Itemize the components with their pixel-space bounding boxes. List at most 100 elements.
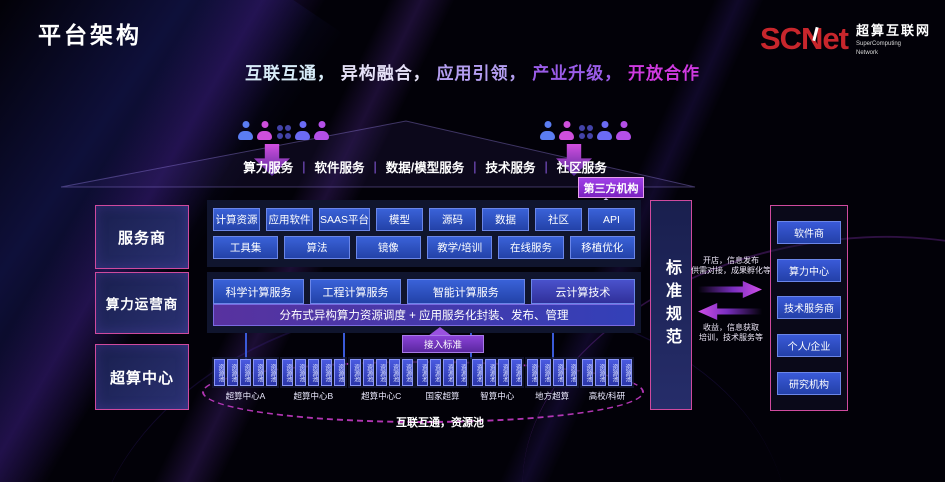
layer-service-provider: 服务商 [95, 205, 189, 269]
user-icon [540, 121, 555, 140]
exchange-note-line: 收益，信息获取 [703, 323, 759, 332]
resource-pool-chip: 资源池 [401, 359, 413, 386]
slogan-segment: 应用引领， [436, 64, 527, 83]
resource-pool-chip: 资源池 [620, 359, 632, 386]
resource-pool-chip: 资源池 [307, 359, 319, 386]
resource-pool-chip: 资源池 [240, 359, 251, 386]
user-icon [238, 121, 253, 140]
computing-service-cell: 工程计算服务 [309, 279, 401, 304]
left-arrow-icon [698, 303, 762, 320]
capability-cell: SAAS平台 [319, 208, 371, 231]
capability-cell: 社区 [535, 208, 583, 231]
resource-pool-chip: 资源池 [607, 359, 619, 386]
exchange-note-line: 培训，技术服务等 [699, 333, 763, 342]
logo-accent-slash [812, 26, 819, 41]
users-group-left [238, 121, 329, 140]
resource-pool-chip: 资源池 [456, 359, 468, 386]
pool-group: 资源池 资源池 资源池 资源池 资源池 超算中心C [347, 357, 415, 402]
resource-pool-chip: 资源池 [214, 359, 225, 386]
service-category: 软件服务 [314, 161, 365, 175]
pool-chips: 资源池 资源池 资源池 资源池 [415, 357, 470, 388]
user-icon [257, 121, 272, 140]
pool-chips: 资源池 资源池 资源池 资源池 资源池 [212, 357, 279, 388]
pool-group-label: 国家超算 [425, 391, 460, 401]
connector-line [343, 333, 345, 359]
service-category: 社区服务 [556, 161, 607, 175]
slogan-segment: 互联互通， [245, 64, 336, 83]
capability-cell: 镜像 [355, 236, 421, 259]
pool-group: 资源池 资源池 资源池 资源池 国家超算 [415, 357, 470, 402]
resource-pools: 资源池 资源池 资源池 资源池 资源池 超算中心A 资源池 资源池 资源池 资源… [212, 357, 634, 402]
separator: | [473, 159, 477, 174]
pool-chips: 资源池 资源池 资源池 资源池 [579, 357, 634, 388]
exchange-note-line: 供需对接，成果孵化等 [691, 266, 771, 275]
layer-supercomputing-center: 超算中心 [95, 344, 189, 410]
users-group-right [540, 121, 631, 140]
resource-pool-chip: 资源池 [388, 359, 400, 386]
slogan-segment: 产业升级， [532, 64, 623, 83]
logo-chinese-name: 超算互联网 [855, 23, 931, 38]
resource-pool-chip: 资源池 [594, 359, 606, 386]
resource-pool-chip: 资源池 [472, 359, 484, 386]
resource-pool-chip: 资源池 [281, 359, 293, 386]
resource-pool-chip: 资源池 [375, 359, 387, 386]
pool-group-label: 超算中心B [293, 391, 334, 401]
resource-pool-chip: 资源池 [320, 359, 332, 386]
exchange-note-inbound: 收益，信息获取 培训，技术服务等 [686, 323, 776, 343]
resource-pool-chip: 资源池 [362, 359, 374, 386]
pool-group-label: 智算中心 [480, 391, 515, 401]
connector-line [552, 333, 554, 359]
resource-pool-chip: 资源池 [266, 359, 277, 386]
resource-pool-chip: 资源池 [485, 359, 497, 386]
standards-bar: 标准规范 [650, 200, 692, 410]
standards-label: 标准规范 [663, 259, 680, 351]
pool-group-label: 地方超算 [535, 391, 570, 401]
capability-row-2: 工具集 算法 镜像 教学/培训 在线服务 移植优化 [213, 236, 635, 259]
capability-cell: 移植优化 [569, 236, 635, 259]
operator-panel: 科学计算服务 工程计算服务 智能计算服务 云计算技术 分布式异构算力资源调度 +… [207, 272, 641, 333]
participant-individual-enterprise: 个人/企业 [777, 334, 841, 358]
user-icon [597, 121, 612, 140]
resource-pool-chip: 资源池 [443, 359, 455, 386]
resource-pool-chip: 资源池 [498, 359, 510, 386]
exchange-note-line: 开店，信息发布 [703, 256, 759, 265]
slogan: 互联互通， 异构融合， 应用引领， 产业升级， 开放合作 [0, 59, 945, 84]
separator: | [373, 159, 377, 174]
user-icon [616, 121, 631, 140]
computing-service-cell: 科学计算服务 [213, 279, 304, 304]
capability-cell: 源码 [429, 208, 477, 231]
service-category: 算力服务 [243, 161, 294, 175]
users-cluster-icon [578, 123, 593, 140]
access-standard-badge: 接入标准 [402, 335, 484, 353]
capability-cell: 计算资源 [213, 208, 260, 231]
logo-english-line2: Network [855, 50, 878, 56]
interconnection-label: 互联互通，资源池 [396, 417, 484, 429]
slogan-segment: 开放合作 [627, 64, 700, 83]
scheduler-bar: 分布式异构算力资源调度 + 应用服务化封装、发布、管理 [213, 304, 635, 326]
resource-pool-chip: 资源池 [581, 359, 593, 386]
computing-service-cell: 智能计算服务 [406, 279, 525, 304]
resource-pool-chip: 资源池 [540, 359, 552, 386]
capability-cell: 应用软件 [266, 208, 313, 231]
service-categories: 算力服务 | 软件服务 | 数据/模型服务 | 技术服务 | 社区服务 [205, 157, 645, 176]
pool-group-label: 超算中心C [361, 391, 402, 401]
pool-group: 资源池 资源池 资源池 资源池 资源池 超算中心A [212, 357, 279, 402]
slogan-segment: 异构融合， [340, 64, 431, 83]
logo-english-line1: SuperComputing [855, 41, 902, 47]
resource-pool-chip: 资源池 [294, 359, 306, 386]
pool-group: 资源池 资源池 资源池 资源池 资源池 超算中心B [279, 357, 347, 402]
pool-group: 资源池 资源池 资源池 资源池 高校/科研 [579, 357, 634, 402]
capability-cell: 数据 [482, 208, 530, 231]
scnet-logo: SCNet 超算互联网 SuperComputing Network [760, 20, 931, 57]
user-icon [314, 121, 329, 140]
resource-pool-chip: 资源池 [253, 359, 264, 386]
capability-cell: 算法 [284, 236, 350, 259]
resource-pool-chip: 资源池 [430, 359, 442, 386]
service-category: 技术服务 [485, 161, 536, 175]
pool-chips: 资源池 资源池 资源池 资源池 [470, 357, 525, 388]
computing-service-cell: 云计算技术 [530, 279, 635, 304]
capability-cell: 工具集 [213, 236, 279, 259]
resource-pool-chip: 资源池 [333, 359, 345, 386]
capability-row-1: 计算资源 应用软件 SAAS平台 模型 源码 数据 社区 API [213, 208, 636, 231]
logo-brand-text: SCNet [759, 20, 849, 56]
